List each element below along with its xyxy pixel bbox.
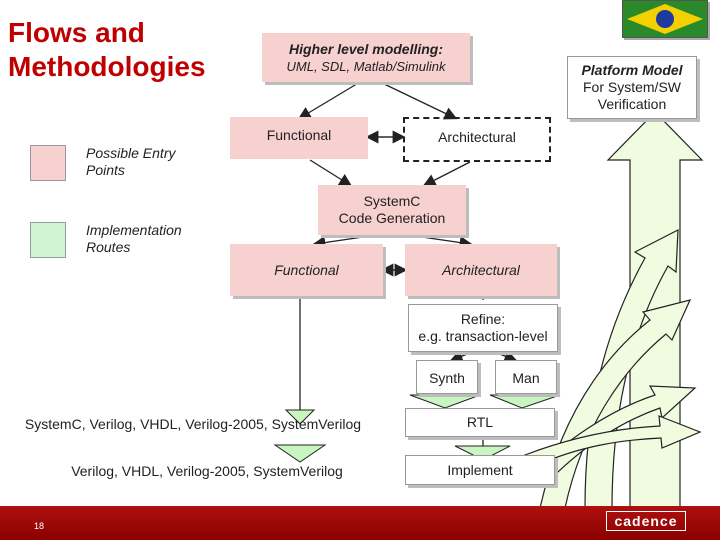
refine-box: Refine: e.g. transaction-level: [408, 304, 558, 352]
brazil-flag-logo: [622, 0, 708, 38]
functional-box-2: Functional: [230, 244, 383, 296]
platform-model-box: Platform Model For System/SW Verificatio…: [567, 56, 697, 119]
legend-entry-label: Possible Entry Points: [86, 145, 176, 178]
languages-line-2: Verilog, VHDL, Verilog-2005, SystemVeril…: [71, 463, 343, 479]
footer-bar: [0, 506, 720, 540]
functional-label-1: Functional: [266, 127, 332, 143]
platform-model-title: Platform Model: [581, 62, 683, 78]
page-number: 18: [34, 521, 45, 531]
architectural-box-2: Architectural: [405, 244, 557, 296]
platform-model-sub: For System/SW Verification: [582, 79, 681, 112]
high-level-modelling-box: Higher level modelling: UML, SDL, Matlab…: [262, 33, 470, 82]
languages-line-1: SystemC, Verilog, VHDL, Verilog-2005, Sy…: [24, 416, 362, 432]
page-title: Flows and Methodologies: [8, 17, 206, 82]
high-level-sub: UML, SDL, Matlab/Simulink: [286, 58, 446, 74]
legend-impl-label: Implementation Routes: [86, 222, 182, 255]
legend-entry-swatch: [30, 145, 66, 181]
cadence-logo: cadence: [606, 511, 686, 531]
functional-box-1: Functional: [230, 117, 368, 159]
high-level-title: Higher level modelling:: [288, 40, 444, 57]
man-box: Man: [495, 360, 557, 394]
synth-box: Synth: [416, 360, 478, 394]
architectural-label-1: Architectural: [438, 129, 516, 145]
implement-box: Implement: [405, 455, 555, 485]
rtl-box: RTL: [405, 408, 555, 437]
architectural-box-1: Architectural: [403, 117, 551, 162]
systemc-code-generation-box: SystemC Code Generation: [318, 185, 466, 235]
legend-impl-swatch: [30, 222, 66, 258]
cadence-logo-text: cadence: [614, 513, 678, 529]
